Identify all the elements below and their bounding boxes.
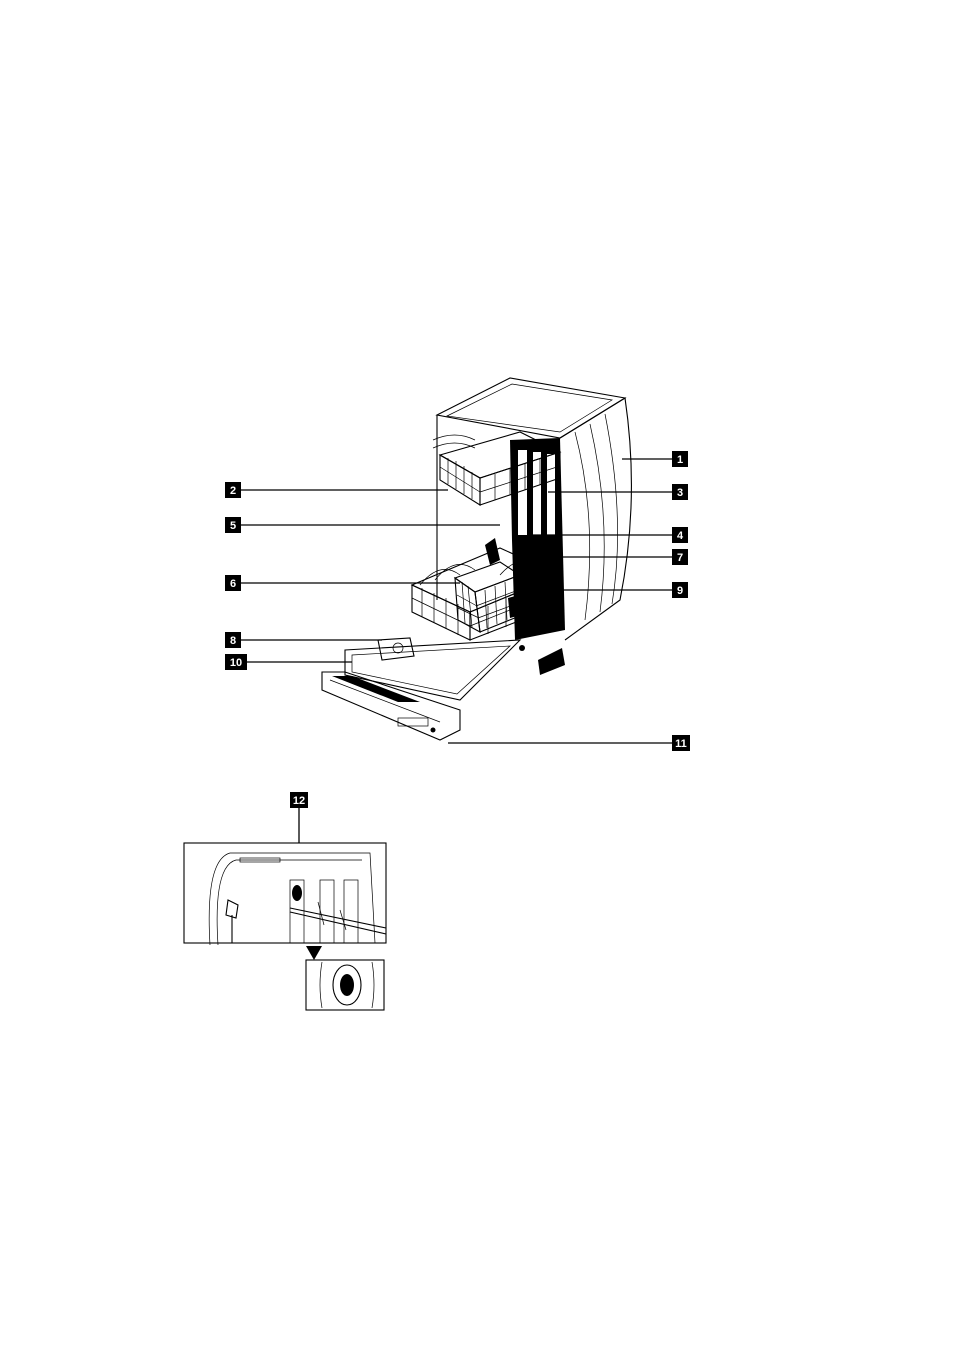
svg-text:8: 8 [230, 635, 236, 647]
svg-text:5: 5 [230, 520, 236, 532]
callout-6: 6 [225, 575, 241, 591]
callout-8: 8 [225, 632, 241, 648]
callout-5: 5 [225, 517, 241, 533]
svg-text:9: 9 [677, 585, 683, 597]
svg-text:6: 6 [230, 578, 236, 590]
callout-10: 10 [225, 654, 247, 670]
callout-7: 7 [672, 549, 688, 565]
inset-filter-view [184, 843, 386, 1010]
svg-text:4: 4 [677, 530, 684, 542]
callout-4: 4 [672, 527, 688, 543]
callout-11: 11 [672, 735, 690, 751]
callout-badges: 1 2 3 4 5 6 7 8 [225, 451, 690, 808]
svg-text:3: 3 [677, 487, 683, 499]
svg-text:11: 11 [675, 738, 687, 750]
dishwasher-illustration [322, 378, 631, 740]
svg-text:10: 10 [230, 657, 242, 669]
leader-lines [241, 459, 672, 843]
callout-2: 2 [225, 482, 241, 498]
svg-text:12: 12 [293, 795, 305, 807]
svg-text:2: 2 [230, 485, 236, 497]
callout-3: 3 [672, 484, 688, 500]
callout-1: 1 [672, 451, 688, 467]
svg-text:7: 7 [677, 552, 683, 564]
callout-12: 12 [290, 792, 308, 808]
callout-9: 9 [672, 582, 688, 598]
svg-text:1: 1 [677, 454, 683, 466]
